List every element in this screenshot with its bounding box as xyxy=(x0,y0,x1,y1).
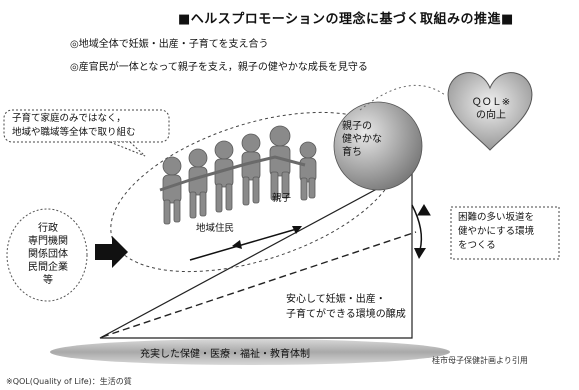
label-parent: 親子 xyxy=(272,193,292,204)
bullet-2: ◎産官民が一体となって親子を支え，親子の健やかな成長を見守る xyxy=(70,62,368,73)
group-specialist: 専門機関 xyxy=(28,236,68,247)
growth-ball xyxy=(333,101,423,191)
left-bubble-line-1: 子育て家庭のみではなく， xyxy=(12,113,126,124)
group-related: 関係団体 xyxy=(28,249,68,260)
qol-heart xyxy=(447,72,533,151)
left-groups-oval xyxy=(6,208,88,302)
people-figures xyxy=(162,125,317,225)
slope-text: 安心して妊娠・出産・ 子育てができる環境の醸成 xyxy=(286,292,406,322)
left-bubble-line-2: 地域や職域等全体で取り組む xyxy=(12,127,136,138)
slope-line-1: 安心して妊娠・出産・ xyxy=(286,294,386,305)
heart-line-2: の向上 xyxy=(476,110,506,121)
bullet-1: ◎地域全体で妊娠・出産・子育てを支え合う xyxy=(70,39,269,50)
ball-text: 親子の 健やかな 育ち xyxy=(342,120,382,159)
ball-line-2: 健やかな xyxy=(342,134,382,145)
left-bubble-tail xyxy=(109,141,146,157)
left-bubble-frame xyxy=(3,109,170,143)
heart-line-1: ＱＯＬ※ xyxy=(471,97,511,108)
right-box-frame xyxy=(450,206,560,260)
right-box-line-1: 困難の多い坂道を xyxy=(458,212,535,223)
base-text: 充実した保健・医療・福祉・教育体制 xyxy=(140,349,310,360)
left-groups-text: 行政 専門機関 関係団体 民間企業 等 xyxy=(24,222,72,287)
heart-text: ＱＯＬ※ の向上 xyxy=(466,96,516,122)
footnote-text: ※QOL(Quality of Life)：生活の質 xyxy=(6,377,132,386)
right-box-line-3: をつくる xyxy=(458,240,496,251)
forward-arrow-line xyxy=(189,227,301,261)
support-base xyxy=(50,339,450,365)
page-title: ■ヘルスプロモーションの理念に基づく取組みの推進■ xyxy=(178,12,514,27)
group-private: 民間企業 xyxy=(28,262,68,273)
ball-line-1: 親子の xyxy=(342,121,372,132)
left-groups-arrow xyxy=(95,236,128,268)
forward-arrow-mark xyxy=(232,240,242,249)
slope-triangle xyxy=(99,168,413,339)
ball-line-3: 育ち xyxy=(342,147,362,158)
right-box-line-2: 健やかにする環境 xyxy=(458,226,535,237)
right-curve-arrow xyxy=(411,204,423,251)
forward-arrow-head xyxy=(292,226,302,234)
left-bubble-text: 子育て家庭のみではなく， 地域や職域等全体で取り組む xyxy=(12,112,136,140)
up-arrow xyxy=(417,204,431,216)
hands-line xyxy=(159,155,306,192)
group-etc: 等 xyxy=(43,275,53,286)
slope-line-2: 子育てができる環境の醸成 xyxy=(286,309,406,320)
source-text: 桂市母子保健計画より引用 xyxy=(432,356,528,365)
label-community: 地域住民 xyxy=(196,223,235,234)
group-gov: 行政 xyxy=(38,223,58,234)
right-curve-arrow-head xyxy=(414,248,426,259)
slope-dashed-line xyxy=(101,231,417,338)
right-box-text: 困難の多い坂道を 健やかにする環境 をつくる xyxy=(458,211,534,253)
